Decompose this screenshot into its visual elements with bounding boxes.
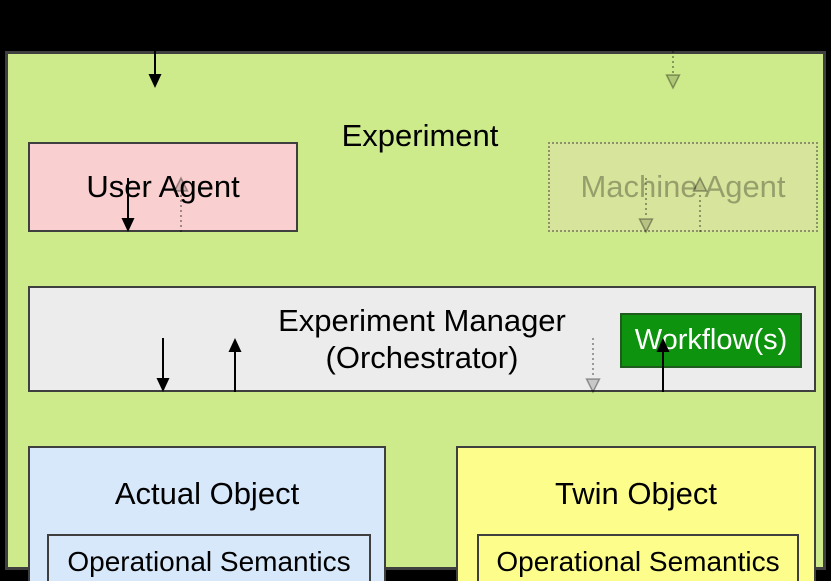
user-agent-node: User Agent (28, 142, 298, 232)
user-agent-label: User Agent (86, 169, 240, 204)
twin-operational-semantics-label: Operational Semantics (496, 545, 780, 577)
machine-agent-node: Machine Agent (548, 142, 818, 232)
actual-object-node: Actual Object Operational Semantics (28, 446, 386, 581)
machine-agent-label: Machine Agent (580, 169, 786, 204)
actual-operational-semantics-label: Operational Semantics (67, 545, 351, 577)
workflow-label: Workflow(s) (634, 324, 788, 356)
experiment-manager-node: Experiment Manager (Orchestrator) Workfl… (28, 286, 816, 392)
actual-operational-semantics-node: Operational Semantics (47, 534, 371, 581)
twin-operational-semantics-node: Operational Semantics (477, 534, 799, 581)
workflow-node: Workflow(s) (620, 313, 802, 368)
twin-object-node: Twin Object Operational Semantics (456, 446, 816, 581)
twin-object-label: Twin Object (555, 476, 717, 511)
experiment-title: Experiment (341, 118, 499, 153)
experiment-boundary: Experiment User Agent Machine Agent Expe… (5, 51, 826, 581)
experiment-manager-label-line1: Experiment Manager (278, 303, 566, 338)
experiment-manager-label-line2: (Orchestrator) (325, 340, 519, 375)
actual-object-label: Actual Object (114, 476, 300, 511)
